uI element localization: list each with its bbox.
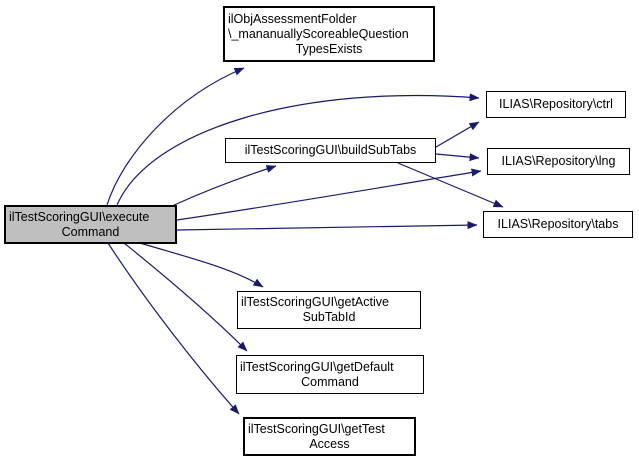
edge-executeCommand-to-getTestAccess: [107, 242, 240, 415]
edge-executeCommand-to-buildSubTabs: [171, 165, 277, 207]
node-label-line: \_mananuallyScoreableQuestion: [228, 26, 409, 41]
edge-executeCommand-to-mananuallyScoreableQuestionTypesExists: [106, 67, 245, 206]
node-label-line: TypesExists: [295, 41, 363, 56]
node-mananually-scoreable-question-types-exists[interactable]: ilObjAssessmentFolder \_mananuallyScorea…: [223, 6, 435, 62]
node-label-line: ILIAS\Repository\ctrl: [499, 97, 613, 111]
node-label-line: ilTestScoringGUI\getTest: [248, 421, 385, 436]
node-repository-tabs[interactable]: ILIAS\Repository\tabs: [483, 211, 633, 238]
node-repository-lng[interactable]: ILIAS\Repository\lng: [487, 148, 630, 175]
node-label-line: Command: [301, 374, 359, 389]
node-label-line: ilTestScoringGUI\getDefault: [240, 359, 394, 374]
edge-executeCommand-to-getActiveSubTabId: [139, 242, 264, 288]
edge-executeCommand-to-ctrl: [116, 93, 480, 206]
edge-buildSubTabs-to-tabs: [397, 162, 504, 208]
node-label-line: Command: [61, 224, 120, 239]
node-execute-command: ilTestScoringGUI\execute Command: [4, 205, 177, 244]
edge-executeCommand-to-getDefaultCommand: [123, 242, 248, 352]
node-label-line: ilTestScoringGUI\execute: [9, 209, 150, 224]
node-label-line: SubTabId: [302, 310, 356, 324]
node-label-line: ilTestScoringGUI\getActive: [241, 295, 389, 309]
node-repository-ctrl[interactable]: ILIAS\Repository\ctrl: [486, 91, 626, 118]
edge-executeCommand-to-lng: [176, 168, 482, 221]
node-label-line: ILIAS\Repository\tabs: [497, 217, 619, 231]
node-label-line: ilObjAssessmentFolder: [228, 11, 357, 26]
node-label-line: ilTestScoringGUI\buildSubTabs: [244, 143, 417, 157]
node-get-test-access[interactable]: ilTestScoringGUI\getTest Access: [243, 417, 416, 456]
node-get-active-sub-tab-id[interactable]: ilTestScoringGUI\getActive SubTabId: [237, 291, 421, 329]
edge-executeCommand-to-tabs: [176, 221, 478, 231]
node-label-line: ILIAS\Repository\lng: [501, 154, 616, 168]
node-label-line: Access: [309, 436, 350, 451]
edge-buildSubTabs-to-ctrl: [435, 121, 480, 148]
node-build-sub-tabs[interactable]: ilTestScoringGUI\buildSubTabs: [225, 138, 436, 163]
edge-buildSubTabs-to-lng: [435, 153, 480, 162]
node-get-default-command[interactable]: ilTestScoringGUI\getDefault Command: [236, 355, 424, 394]
